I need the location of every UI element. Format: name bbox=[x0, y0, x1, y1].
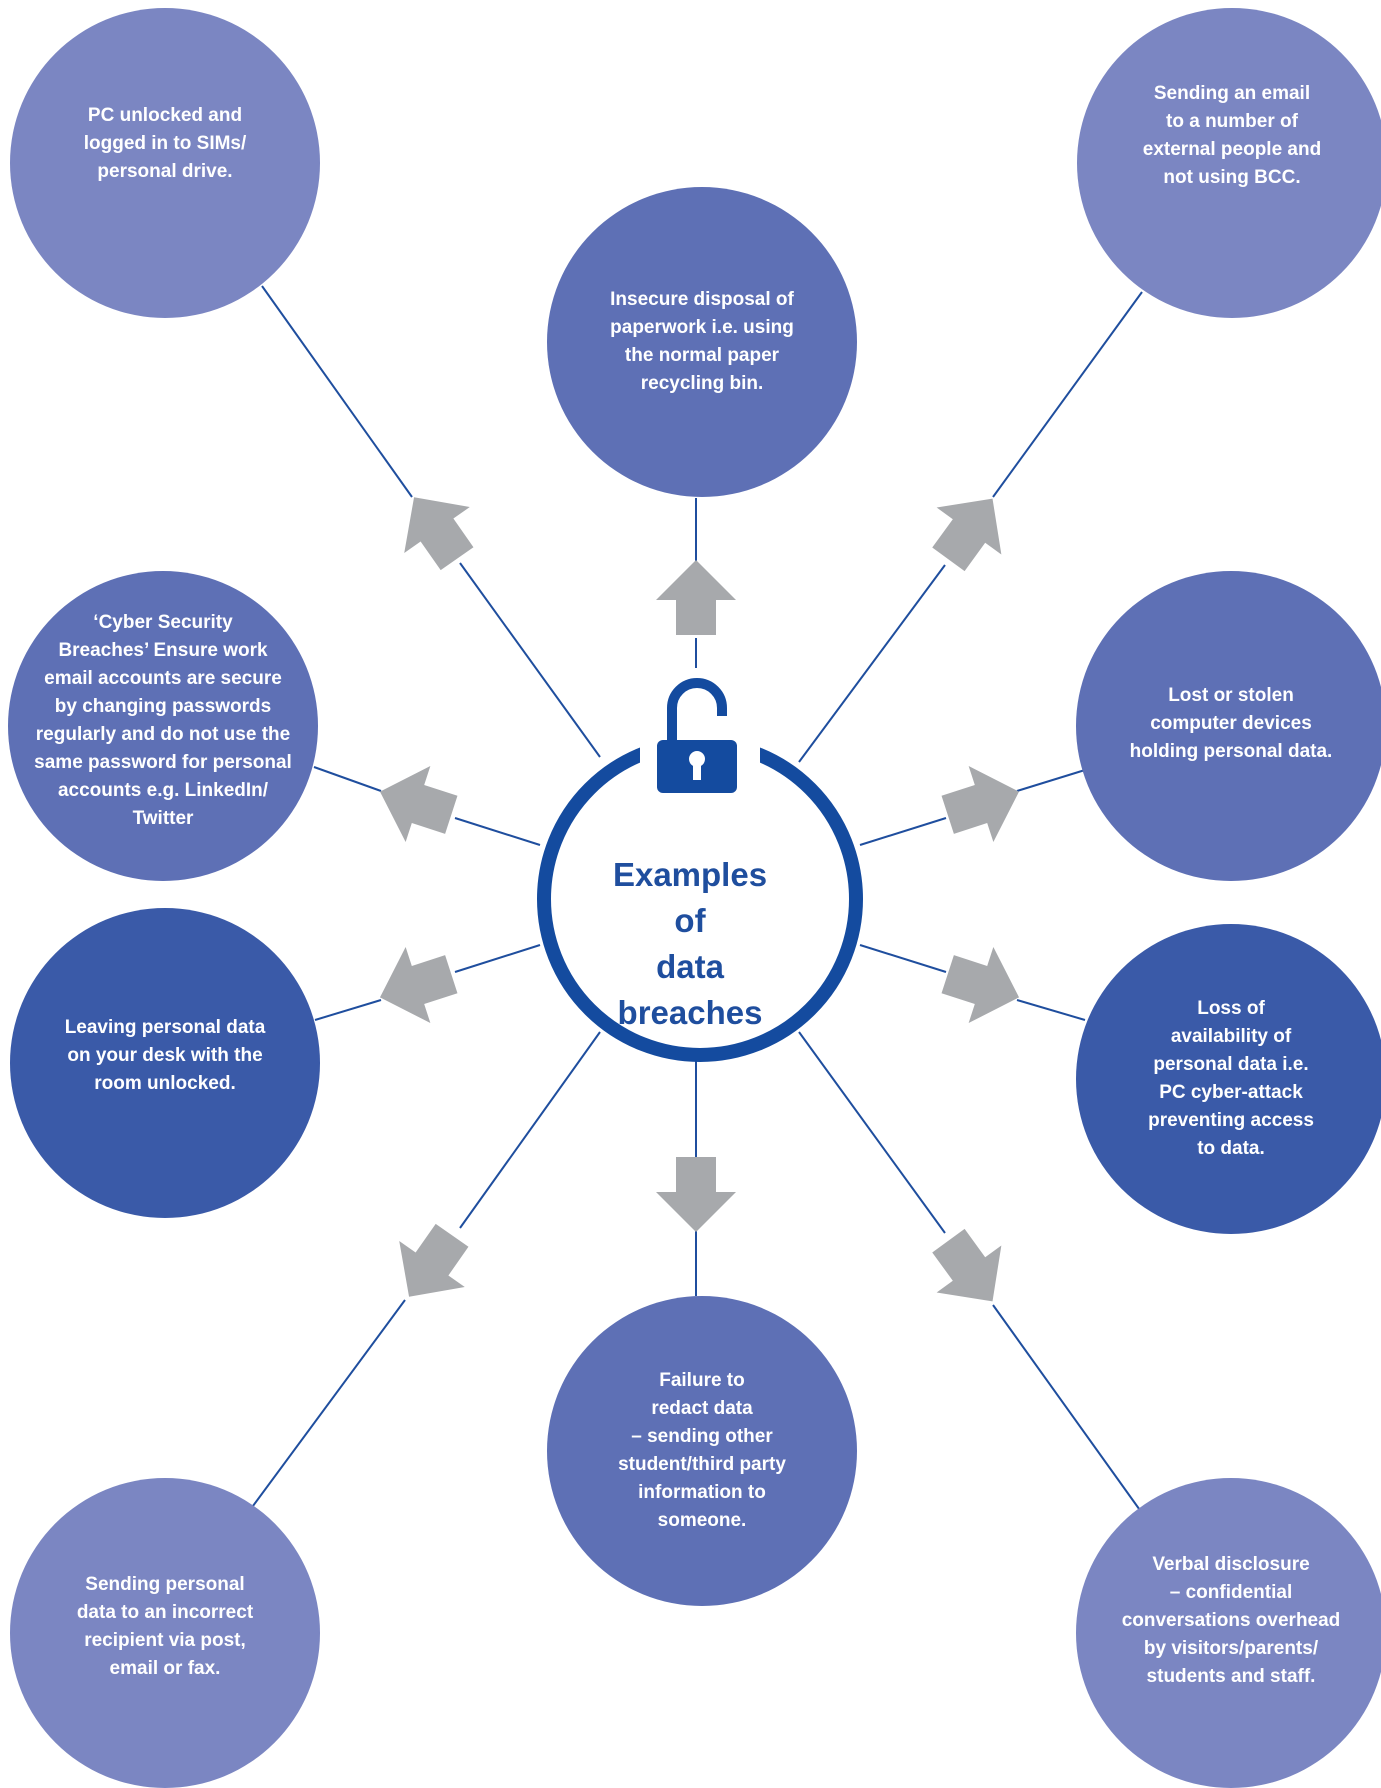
connector-line-pc-unlocked bbox=[459, 562, 601, 758]
node-pc-unlocked: PC unlocked and logged in to SIMs/ perso… bbox=[10, 8, 320, 318]
node-loss-availability-text: Loss of availability of personal data i.… bbox=[1148, 998, 1314, 1159]
node-pc-unlocked-text: PC unlocked and logged in to SIMs/ perso… bbox=[83, 105, 247, 182]
arrow-to-lost-stolen bbox=[941, 765, 1020, 843]
node-loss-availability: Loss of availability of personal data i.… bbox=[1076, 924, 1381, 1234]
connector-line-loss-availability bbox=[859, 944, 947, 973]
node-leaving-data: Leaving personal data on your desk with … bbox=[10, 908, 320, 1218]
node-email-no-bcc: Sending an email to a number of external… bbox=[1077, 8, 1381, 318]
node-incorrect-recipient: Sending personal data to an incorrect re… bbox=[10, 1478, 320, 1788]
diagram-title: Examples of data breaches bbox=[612, 856, 768, 1031]
arrow-to-failure-redact bbox=[656, 1157, 736, 1232]
arrow-to-pc-unlocked bbox=[404, 497, 474, 571]
connector-line-incorrect-recipient bbox=[249, 1299, 406, 1511]
connector-line-pc-unlocked bbox=[261, 285, 413, 498]
node-verbal-disclosure: Verbal disclosure – confidential convers… bbox=[1076, 1478, 1381, 1788]
node-leaving-data-text: Leaving personal data on your desk with … bbox=[64, 1017, 266, 1094]
node-incorrect-recipient-text: Sending personal data to an incorrect re… bbox=[76, 1574, 254, 1679]
unlocked-padlock-icon bbox=[657, 678, 737, 793]
node-failure-redact: Failure to redact data – sending other s… bbox=[547, 1296, 857, 1606]
node-email-no-bcc-text: Sending an email to a number of external… bbox=[1142, 82, 1322, 188]
arrow-to-email-no-bcc bbox=[932, 498, 1002, 572]
arrow-to-cyber-security bbox=[379, 765, 458, 843]
node-failure-redact-text: Failure to redact data – sending other s… bbox=[618, 1370, 786, 1531]
connector-line-cyber-security bbox=[313, 766, 382, 792]
connector-line-lost-stolen bbox=[859, 817, 947, 846]
node-insecure-disposal-text: Insecure disposal of paperwork i.e. usin… bbox=[610, 289, 794, 394]
arrow-to-leaving-data bbox=[379, 946, 458, 1024]
connector-line-lost-stolen bbox=[1016, 769, 1086, 792]
connector-line-email-no-bcc bbox=[992, 291, 1143, 498]
node-cyber-security: ‘Cyber Security Breaches’ Ensure work em… bbox=[8, 571, 318, 881]
arrow-to-incorrect-recipient bbox=[399, 1223, 469, 1297]
arrow-to-loss-availability bbox=[941, 946, 1020, 1024]
connector-line-verbal-disclosure bbox=[798, 1031, 946, 1234]
arrow-to-verbal-disclosure bbox=[932, 1228, 1002, 1302]
connector-line-email-no-bcc bbox=[798, 564, 946, 763]
connector-line-leaving-data bbox=[454, 944, 541, 973]
connector-line-verbal-disclosure bbox=[992, 1304, 1143, 1514]
node-lost-stolen: Lost or stolen computer devices holding … bbox=[1076, 571, 1381, 881]
connector-line-loss-availability bbox=[1016, 999, 1086, 1021]
connector-line-leaving-data bbox=[314, 999, 382, 1021]
node-verbal-disclosure-text: Verbal disclosure – confidential convers… bbox=[1121, 1554, 1341, 1687]
connector-line-incorrect-recipient bbox=[459, 1031, 601, 1229]
connector-line-cyber-security bbox=[454, 817, 541, 846]
node-lost-stolen-text: Lost or stolen computer devices holding … bbox=[1129, 685, 1333, 762]
arrow-to-insecure-disposal bbox=[656, 560, 736, 635]
node-cyber-security-text: ‘Cyber Security Breaches’ Ensure work em… bbox=[34, 612, 292, 829]
node-insecure-disposal: Insecure disposal of paperwork i.e. usin… bbox=[547, 187, 857, 497]
